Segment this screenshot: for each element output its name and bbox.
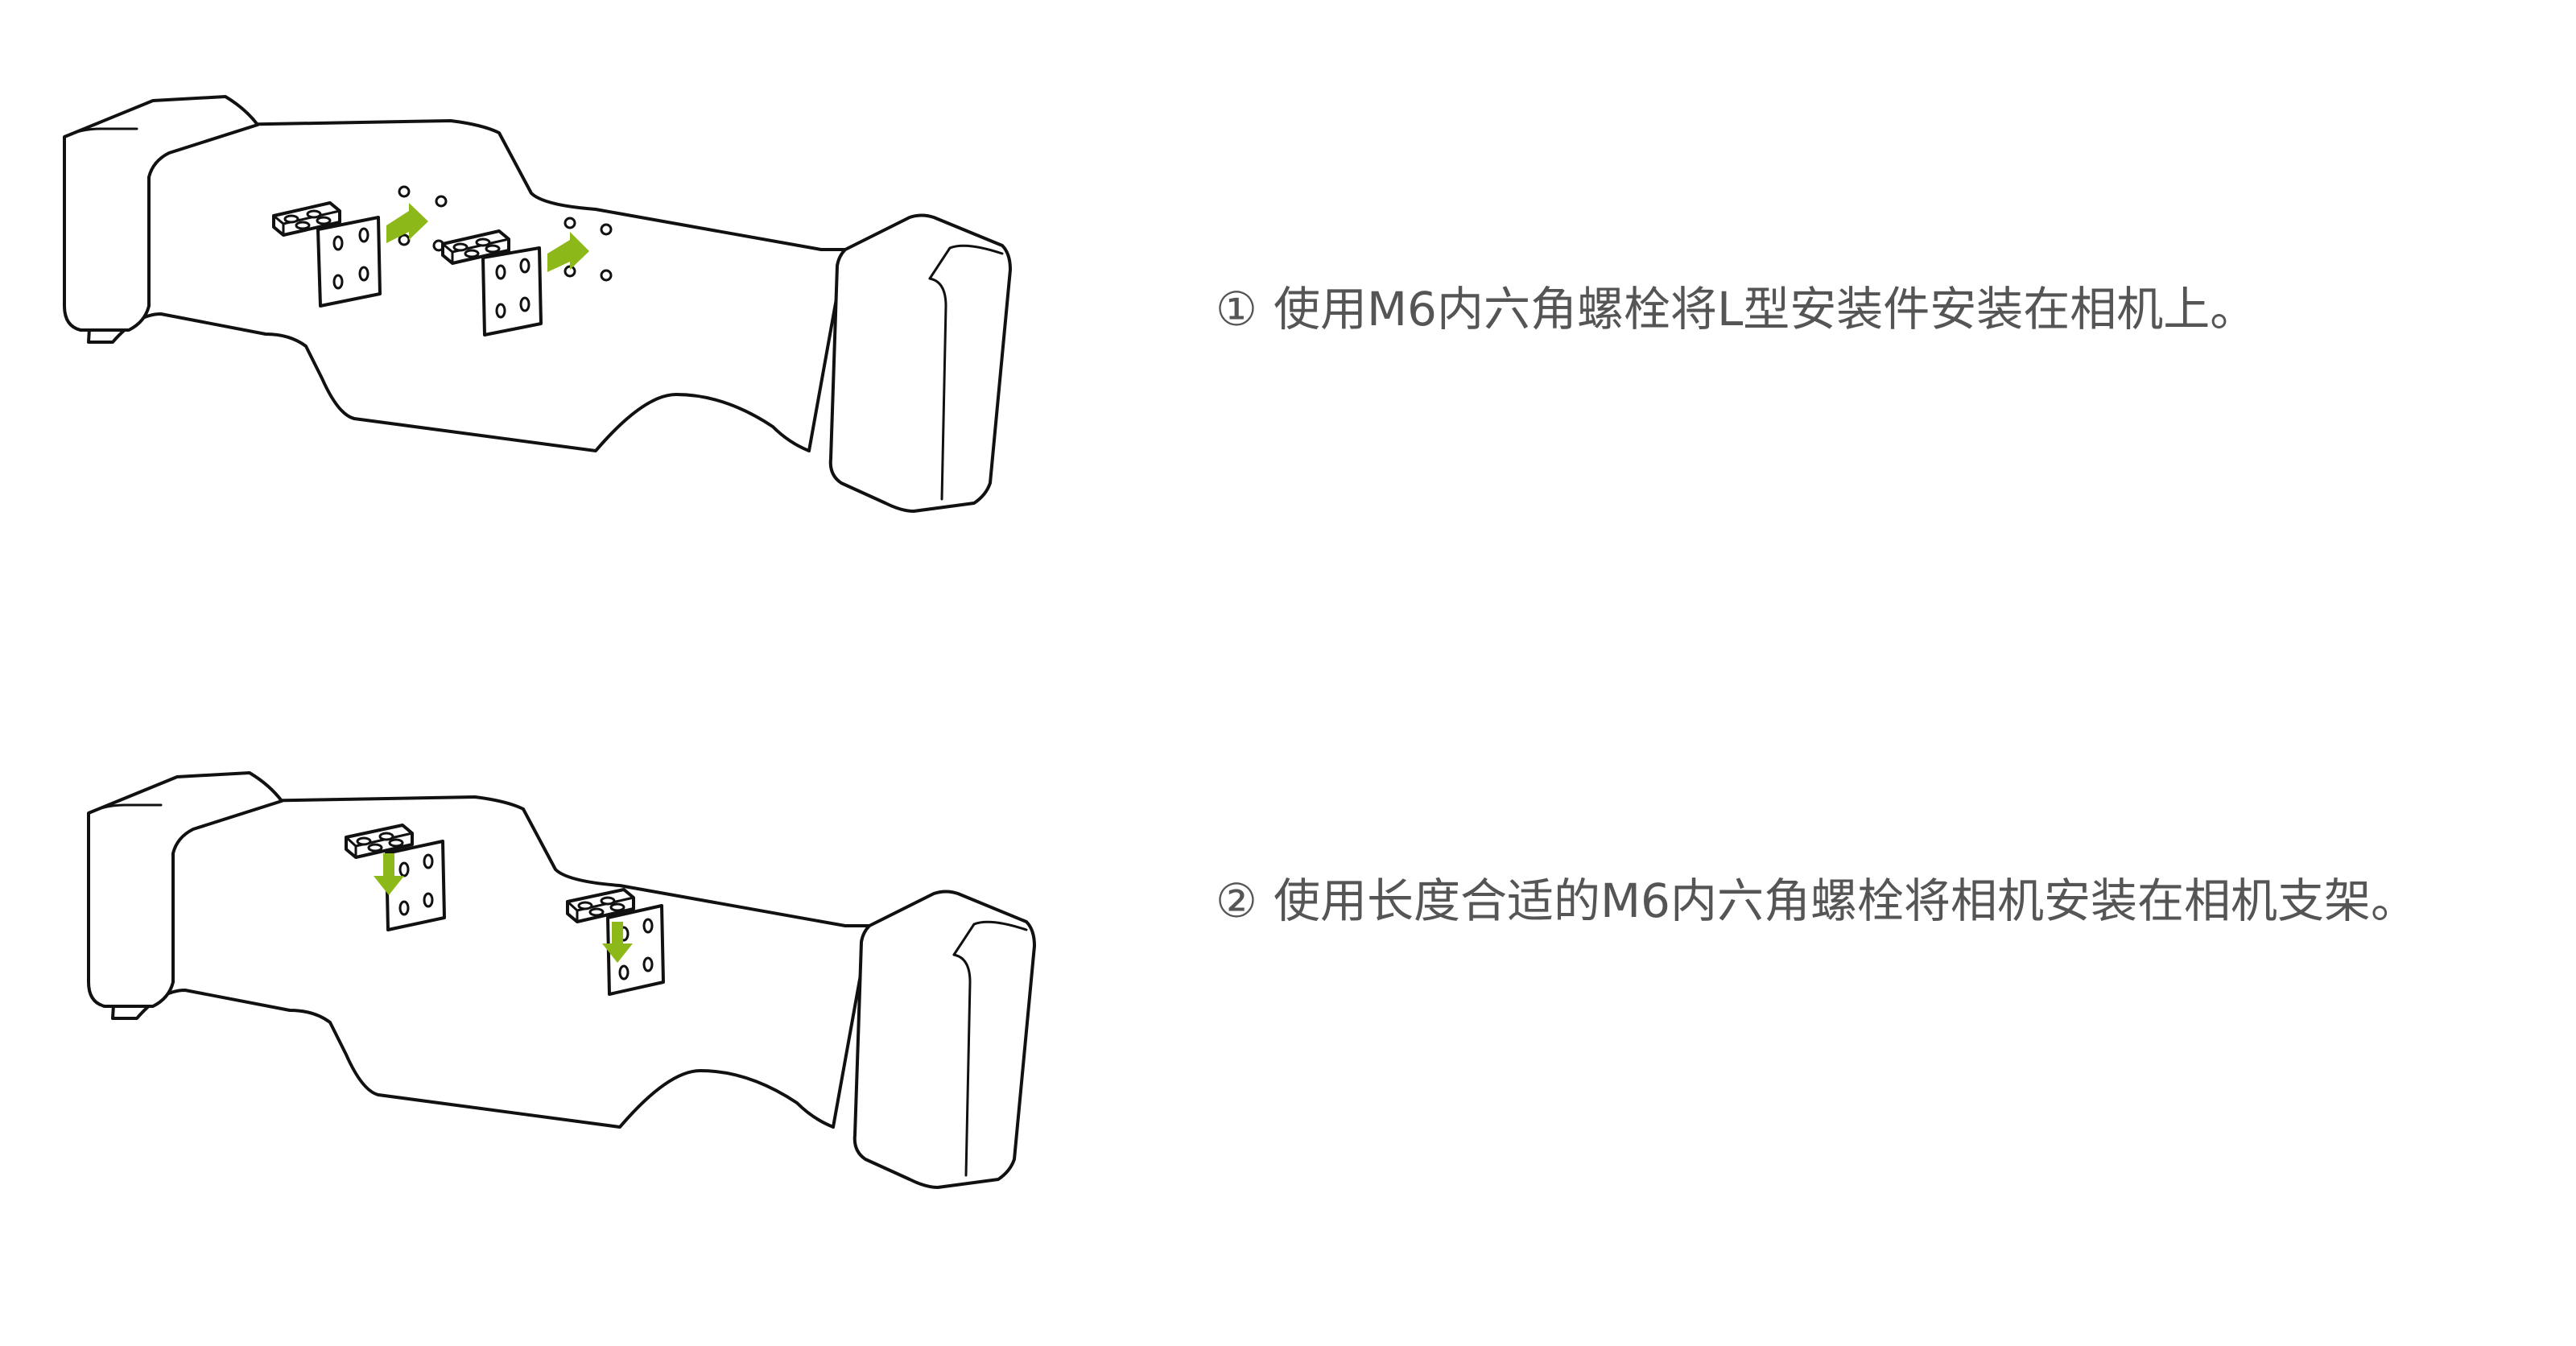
insert-arrow-1 <box>386 203 428 243</box>
camera-right-end <box>828 213 1012 513</box>
mount-arrow-2 <box>602 922 633 963</box>
camera-right-end <box>852 890 1036 1189</box>
step-number-badge: ② <box>1216 873 1257 928</box>
step-2: ② 使用长度合适的M6内六角螺栓将相机安装在相机支架。 <box>0 644 2576 1346</box>
l-bracket-1 <box>345 824 446 931</box>
l-bracket-1 <box>272 201 382 308</box>
step-description: 使用长度合适的M6内六角螺栓将相机安装在相机支架。 <box>1274 873 2417 928</box>
step-description: 使用M6内六角螺栓将L型安装件安装在相机上。 <box>1274 282 2257 336</box>
step-2-diagram <box>87 771 1036 1189</box>
step-1: ① 使用M6内六角螺栓将L型安装件安装在相机上。 <box>0 0 2576 644</box>
step-1-diagram <box>63 95 1012 513</box>
camera-left-end <box>63 95 259 332</box>
camera-left-end <box>87 771 283 1008</box>
l-bracket-2 <box>441 229 543 336</box>
mount-arrow-1 <box>374 853 404 895</box>
insert-arrow-2 <box>547 232 589 272</box>
camera-body <box>87 119 847 452</box>
step-number-badge: ① <box>1216 282 1257 336</box>
camera-body <box>111 795 871 1129</box>
